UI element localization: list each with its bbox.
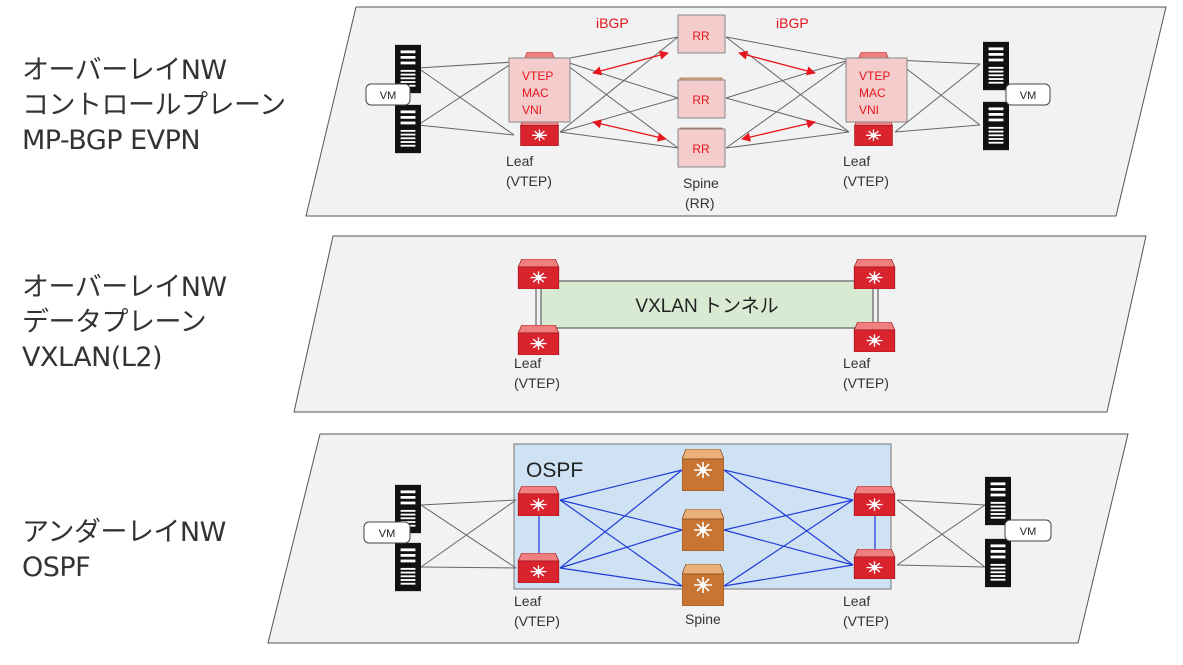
overlay-data-plane-label: オーバーレイNW データプレーン VXLAN(L2) (22, 270, 227, 375)
spine-router-icon (682, 449, 724, 491)
rr-text: RR (692, 29, 710, 43)
vm-badge: VM (1005, 83, 1051, 106)
leaf-vtep-label: (VTEP) (843, 375, 889, 391)
leaf-router-icon (517, 553, 560, 583)
vxlan-tunnel (540, 280, 874, 329)
server-icon (983, 101, 1009, 151)
overlay-control-plane (305, 6, 1167, 217)
leaf-router-icon (853, 322, 896, 352)
ospf-area-label: OSPF (526, 459, 583, 482)
rr-node: RR (677, 77, 726, 119)
vm-text: VM (380, 90, 397, 102)
spine-router-icon (682, 509, 724, 551)
vm-text: VM (1020, 526, 1037, 538)
vtep-text: VTEP (859, 69, 890, 83)
label-line: オーバーレイNW (22, 55, 227, 86)
server-icon (983, 41, 1009, 91)
spine-rr-label: (RR) (685, 195, 715, 211)
leaf-router-icon (853, 549, 896, 579)
vm-badge: VM (365, 83, 411, 106)
leaf-vtep-label: (VTEP) (514, 375, 560, 391)
vxlan-tunnel-label: VXLAN トンネル (635, 296, 778, 317)
ibgp-label: iBGP (776, 15, 809, 31)
spine-router-icon (682, 564, 724, 606)
label-line: VXLAN(L2) (22, 342, 163, 373)
leaf-vtep-label: (VTEP) (506, 173, 552, 189)
leaf-label: Leaf (506, 153, 533, 169)
server-icon (985, 476, 1011, 526)
vtep-text: VTEP (522, 69, 553, 83)
label-line: データプレーン (22, 307, 207, 338)
rr-node: RR (677, 127, 726, 168)
leaf-vtep-label: (VTEP) (514, 613, 560, 629)
leaf-label: Leaf (843, 593, 870, 609)
vtep-info-box (508, 57, 571, 123)
label-line: オーバーレイNW (22, 272, 227, 303)
leaf-label: Leaf (514, 593, 541, 609)
vm-badge: VM (1004, 519, 1052, 542)
leaf-router-icon (853, 259, 896, 289)
rr-text: RR (692, 93, 710, 107)
leaf-vtep-label: (VTEP) (843, 173, 889, 189)
vni-text: VNI (522, 103, 542, 117)
server-icon (395, 542, 421, 592)
mac-text: MAC (522, 86, 549, 100)
ibgp-label: iBGP (596, 15, 629, 31)
overlay-control-plane-label: オーバーレイNW コントロールプレーン MP-BGP EVPN (22, 53, 286, 158)
rr-node: RR (677, 14, 726, 54)
leaf-label: Leaf (514, 355, 541, 371)
ospf-links (538, 469, 876, 587)
ibgp-sessions (592, 50, 816, 142)
leaf-vtep-label: (VTEP) (843, 613, 889, 629)
label-line: アンダーレイNW (22, 517, 226, 548)
server-links (417, 59, 981, 136)
vni-text: VNI (859, 103, 879, 117)
label-line: MP-BGP EVPN (22, 125, 201, 156)
leaf-label: Leaf (843, 355, 870, 371)
leaf-router-icon (517, 325, 560, 355)
vm-text: VM (1020, 90, 1037, 102)
spine-label: Spine (685, 611, 721, 627)
vm-badge: VM (363, 521, 411, 544)
label-line: コントロールプレーン (22, 90, 286, 121)
leaf-router-icon (853, 486, 896, 516)
label-line: OSPF (22, 552, 91, 583)
server-links (420, 499, 986, 569)
leaf-router-icon (517, 486, 560, 516)
mac-text: MAC (859, 86, 886, 100)
server-icon (985, 538, 1011, 588)
leaf-router-icon (517, 259, 560, 289)
leaf-label: Leaf (843, 153, 870, 169)
server-icon (395, 104, 421, 154)
vm-text: VM (379, 528, 396, 540)
underlay-label: アンダーレイNW OSPF (22, 515, 226, 585)
rr-text: RR (692, 142, 710, 156)
spine-label: Spine (683, 175, 719, 191)
vtep-info-box (845, 57, 908, 123)
